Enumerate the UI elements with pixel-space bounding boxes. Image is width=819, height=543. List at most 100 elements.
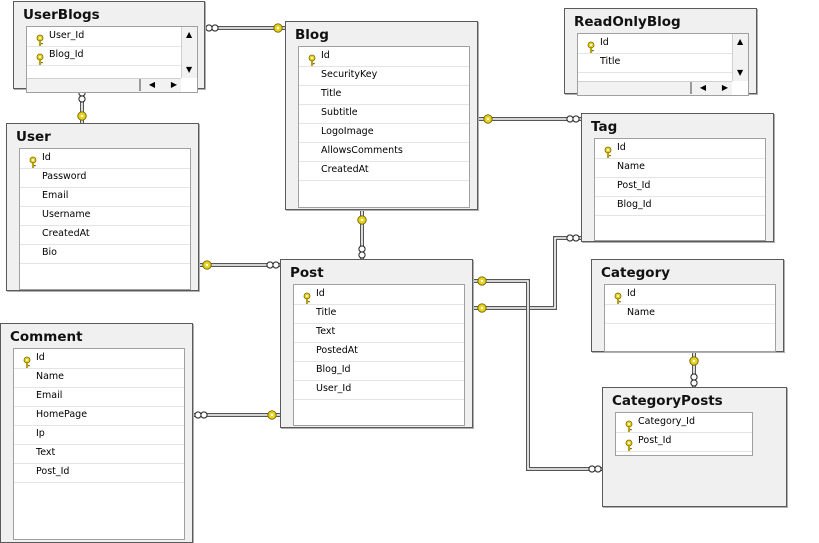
- relationship-category-categoryposts[interactable]: [689, 352, 699, 387]
- column-name: Name: [36, 371, 65, 382]
- column-row[interactable]: Email: [20, 187, 190, 207]
- column-row[interactable]: Name: [14, 368, 184, 388]
- scroll-left-icon[interactable]: ◀: [148, 80, 155, 89]
- scroll-up-icon[interactable]: ▲: [186, 30, 193, 39]
- relationship-post-categoryposts[interactable]: [473, 276, 602, 473]
- scroll-thumb[interactable]: [690, 82, 692, 94]
- vertical-scrollbar[interactable]: ▲▼: [181, 27, 197, 78]
- column-row[interactable]: Email: [14, 387, 184, 407]
- column-row[interactable]: User_Id: [294, 380, 464, 400]
- column-row[interactable]: CreatedAt: [20, 225, 190, 245]
- many-end-infinity-icon: [566, 234, 580, 242]
- one-end-key-icon: [267, 410, 277, 420]
- column-row[interactable]: Title: [578, 53, 732, 73]
- scroll-left-icon[interactable]: ◀: [699, 83, 706, 92]
- column-row[interactable]: Id: [578, 34, 732, 54]
- column-name: Blog_Id: [316, 364, 351, 375]
- column-row[interactable]: LogoImage: [299, 123, 469, 143]
- column-row[interactable]: Name: [595, 158, 765, 178]
- column-row[interactable]: Text: [14, 444, 184, 464]
- infinity-loop: [205, 24, 213, 32]
- relationship-blog-post[interactable]: [357, 210, 367, 259]
- column-row[interactable]: User_Id: [27, 27, 181, 47]
- column-row[interactable]: Bio: [20, 244, 190, 264]
- relationship-userblogs-user[interactable]: [77, 89, 87, 123]
- horizontal-scrollbar[interactable]: ◀▶: [578, 81, 732, 95]
- one-end-key-icon: [273, 23, 283, 33]
- scroll-up-icon[interactable]: ▲: [737, 37, 744, 46]
- vertical-scrollbar[interactable]: ▲▼: [732, 34, 748, 81]
- column-row[interactable]: SecurityKey: [299, 66, 469, 86]
- relationship-blog-tag[interactable]: [478, 114, 581, 124]
- column-row[interactable]: Title: [299, 85, 469, 105]
- infinity-loop: [588, 465, 596, 473]
- column-name: Text: [36, 447, 56, 458]
- column-row[interactable]: Id: [299, 47, 469, 67]
- relationship-comment-post[interactable]: [193, 410, 280, 420]
- column-row[interactable]: CreatedAt: [299, 161, 469, 181]
- column-row[interactable]: HomePage: [14, 406, 184, 426]
- column-row[interactable]: Blog_Id: [294, 361, 464, 381]
- column-row[interactable]: Text: [294, 323, 464, 343]
- column-name: Category_Id: [638, 416, 695, 427]
- column-row[interactable]: Id: [14, 349, 184, 369]
- scroll-down-icon[interactable]: ▼: [737, 68, 744, 77]
- column-row[interactable]: Id: [605, 285, 775, 305]
- column-row[interactable]: Subtitle: [299, 104, 469, 124]
- column-row[interactable]: Blog_Id: [27, 46, 181, 66]
- column-row[interactable]: Post_Id: [595, 177, 765, 197]
- table-title: Blog: [295, 27, 329, 43]
- column-row[interactable]: Id: [294, 285, 464, 305]
- scroll-right-icon[interactable]: ▶: [170, 80, 177, 89]
- column-row[interactable]: Password: [20, 168, 190, 188]
- column-row[interactable]: Id: [595, 139, 765, 159]
- relationship-user-post[interactable]: [199, 260, 280, 270]
- column-row[interactable]: Id: [20, 149, 190, 169]
- column-row[interactable]: Ip: [14, 425, 184, 445]
- relationship-userblogs-blog[interactable]: [205, 23, 285, 33]
- many-end-infinity-icon: [566, 115, 580, 123]
- column-row[interactable]: Name: [605, 304, 775, 324]
- column-name: SecurityKey: [321, 69, 378, 80]
- key-hole: [80, 114, 84, 118]
- scroll-thumb[interactable]: [139, 79, 141, 91]
- column-row[interactable]: AllowsComments: [299, 142, 469, 162]
- column-row[interactable]: Post_Id: [14, 463, 184, 483]
- column-row[interactable]: Post_Id: [616, 432, 752, 452]
- column-row[interactable]: Blog_Id: [595, 196, 765, 216]
- key-hole: [360, 218, 364, 222]
- key-hole: [270, 413, 274, 417]
- table-title: Comment: [10, 329, 83, 345]
- column-row[interactable]: Category_Id: [616, 413, 752, 433]
- infinity-loop: [358, 245, 366, 253]
- column-name: Title: [316, 307, 337, 318]
- column-row[interactable]: PostedAt: [294, 342, 464, 362]
- column-row[interactable]: Title: [294, 304, 464, 324]
- relationship-post-tag[interactable]: [473, 234, 581, 313]
- column-name: Ip: [36, 428, 45, 439]
- horizontal-scrollbar[interactable]: ◀▶: [27, 78, 181, 92]
- scroll-down-icon[interactable]: ▼: [186, 65, 193, 74]
- infinity-loop: [78, 95, 86, 103]
- scroll-right-icon[interactable]: ▶: [721, 83, 728, 92]
- column-row[interactable]: Username: [20, 206, 190, 226]
